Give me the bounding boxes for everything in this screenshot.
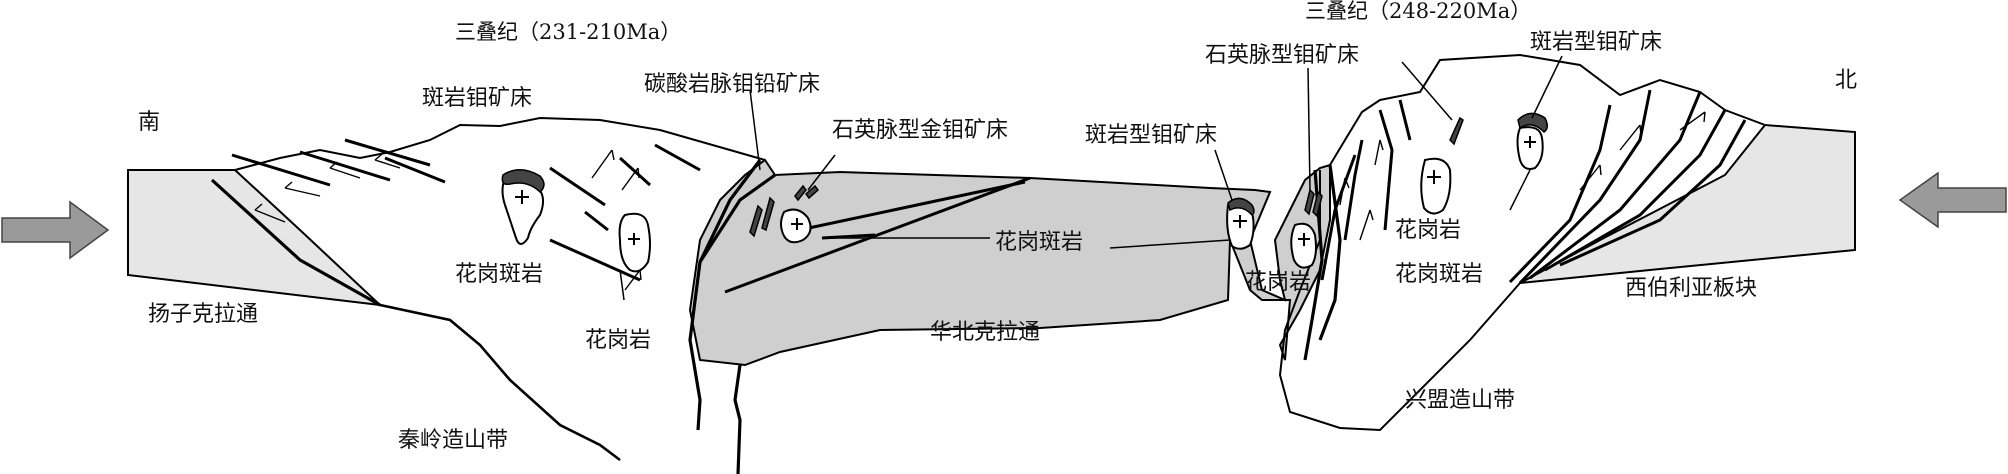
- label-qinling-orogen: 秦岭造山带: [398, 430, 508, 452]
- arrow-left-icon: [1900, 173, 2006, 227]
- label-siberian-plate: 西伯利亚板块: [1625, 278, 1757, 300]
- qv-mo-vein-3: [1450, 118, 1463, 144]
- label-granite-left: 花岗岩: [585, 330, 651, 352]
- label-granite-right: 花岗岩: [1395, 220, 1461, 242]
- label-granite-porphyry-right: 花岗斑岩: [1395, 264, 1483, 286]
- label-granite-porphyry-left: 花岗斑岩: [455, 264, 543, 286]
- label-north: 北: [1835, 70, 1857, 92]
- label-yangtze-craton: 扬子克拉通: [148, 304, 258, 326]
- label-porphyry-type-mo-right: 斑岩型钼矿床: [1530, 32, 1662, 54]
- label-quartz-vein-mo: 石英脉型钼矿床: [1205, 45, 1359, 67]
- label-porphyry-mo-deposit: 斑岩钼矿床: [422, 88, 532, 110]
- label-triassic-right: 三叠纪（248-220Ma）: [1305, 1, 1531, 22]
- granite-porphyry-right-body: [1518, 127, 1543, 169]
- label-porphyry-type-mo-mid: 斑岩型钼矿床: [1085, 125, 1217, 147]
- label-triassic-left: 三叠纪（231-210Ma）: [455, 22, 681, 43]
- label-carbonatite-vein-mo-pb: 碳酸岩脉钼铅矿床: [644, 74, 820, 96]
- arrow-right-icon: [2, 202, 108, 258]
- granite-right-body: [1421, 159, 1450, 214]
- label-granite-porphyry-mid: 花岗斑岩: [995, 232, 1083, 254]
- label-xingmeng-orogen: 兴盟造山带: [1405, 390, 1515, 412]
- label-quartz-vein-au-mo: 石英脉型金钼矿床: [832, 120, 1008, 142]
- xingmeng-orogen-outline: [1330, 55, 1765, 165]
- granite-porphyry-ncc-body: [781, 210, 811, 243]
- label-granite-mid: 花岗岩: [1245, 272, 1311, 294]
- label-south: 南: [138, 112, 160, 134]
- label-north-china-craton: 华北克拉通: [930, 322, 1040, 344]
